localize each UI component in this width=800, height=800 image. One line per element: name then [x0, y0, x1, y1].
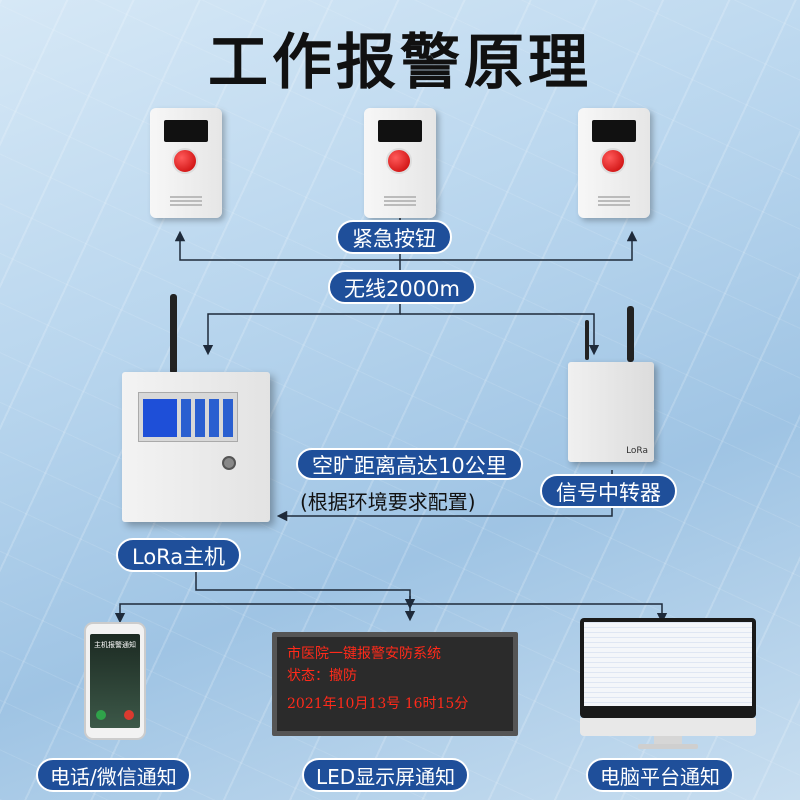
emergency-button-device-right: [578, 108, 650, 218]
lora-host-device: [122, 372, 270, 522]
lock-icon: [222, 456, 236, 470]
repeater-tag: LoRa: [626, 446, 648, 456]
pc-notify-label: 电脑平台通知: [586, 758, 734, 792]
button-device-screen: [164, 120, 208, 142]
led-line-1: 市医院一键报警安防系统: [287, 646, 441, 662]
monitor-screen: [584, 622, 752, 706]
wireless-range-label: 无线2000m: [328, 270, 476, 304]
host-antenna-icon: [170, 294, 177, 374]
button-device-screen: [378, 120, 422, 142]
led-display-device: 市医院一键报警安防系统 状态：撤防 2021年10月13号 16时15分: [272, 632, 518, 736]
vent-grille: [598, 196, 630, 206]
phone-screen-title: 主机报警通知: [94, 641, 136, 649]
monitor-base: [638, 744, 698, 749]
phone-notify-label: 电话/微信通知: [36, 758, 191, 792]
line-to-pc: [410, 603, 668, 624]
red-button-icon: [172, 148, 198, 174]
host-control-panel: [138, 392, 238, 442]
host-lcd-screen: [143, 399, 177, 437]
phone-device: 主机报警通知: [84, 622, 146, 740]
repeater-label: 信号中转器: [540, 474, 677, 508]
vent-grille: [170, 196, 202, 206]
red-button-icon: [386, 148, 412, 174]
answer-call-icon: [96, 710, 106, 720]
repeater-antenna-icon: [627, 306, 634, 362]
monitor-bezel: [580, 618, 756, 718]
distance-label: 空旷距离高达10公里: [296, 448, 523, 480]
pc-monitor-device: [580, 618, 756, 750]
line-to-repeater: [400, 313, 600, 356]
line-to-button-left: [174, 230, 400, 261]
led-line-3: 2021年10月13号 16时15分: [287, 696, 469, 712]
distance-note: (根据环境要求配置): [300, 490, 476, 514]
monitor-chin: [580, 718, 756, 736]
monitor-stand: [654, 736, 682, 746]
led-line-2: 状态：撤防: [287, 668, 357, 684]
host-keypad: [181, 399, 235, 437]
emergency-button-device-center: [364, 108, 436, 218]
emergency-button-device-left: [150, 108, 222, 218]
page-title: 工作报警原理: [208, 28, 592, 98]
red-button-icon: [600, 148, 626, 174]
led-notify-label: LED显示屏通知: [302, 758, 470, 792]
line-to-button-right: [400, 230, 638, 261]
line-to-phone: [114, 603, 410, 624]
vent-grille: [384, 196, 416, 206]
repeater-antenna-icon: [585, 320, 589, 360]
signal-repeater-device: LoRa: [568, 362, 654, 462]
line-host-down: [195, 566, 416, 610]
decline-call-icon: [124, 710, 134, 720]
phone-screen: 主机报警通知: [90, 634, 140, 728]
emergency-button-label: 紧急按钮: [336, 220, 452, 254]
line-to-host: [202, 304, 401, 356]
host-label: LoRa主机: [116, 538, 242, 572]
button-device-screen: [592, 120, 636, 142]
